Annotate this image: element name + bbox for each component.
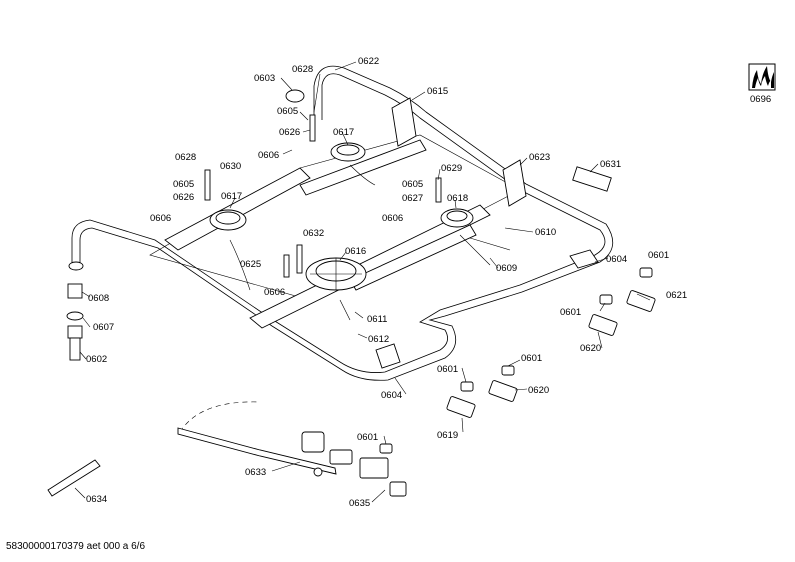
label-0620: 0620 [580,343,601,354]
inlet-fittings [66,283,84,361]
gas-pipes [229,164,511,321]
gas-taps [301,267,656,497]
label-0634: 0634 [86,494,107,505]
label-0625: 0625 [240,259,261,270]
label-0616: 0616 [345,246,366,257]
label-0622: 0622 [358,56,379,67]
burners [209,142,474,291]
label-0627: 0627 [402,193,423,204]
label-0603: 0603 [254,73,275,84]
flame-icon-label: 0696 [750,94,771,105]
electrodes [204,89,612,278]
label-0633: 0633 [245,467,266,478]
label-0619: 0619 [437,430,458,441]
label-0605: 0605 [277,106,298,117]
gas-flame-icon: 0696 [748,63,776,105]
label-0631: 0631 [600,159,621,170]
label-0612: 0612 [368,334,389,345]
burner-rails [164,139,491,329]
label-0618: 0618 [447,193,468,204]
label-0602: 0602 [86,354,107,365]
label-0607: 0607 [93,322,114,333]
label-0632: 0632 [303,228,324,239]
label-0628: 0628 [292,64,313,75]
label-0610: 0610 [535,227,556,238]
label-0615: 0615 [427,86,448,97]
document-id: 58300000170379 aet 000 a 6/6 [6,541,146,552]
label-0606: 0606 [150,213,171,224]
label-0606: 0606 [258,150,279,161]
label-0626: 0626 [279,127,300,138]
label-0620: 0620 [528,385,549,396]
label-0601: 0601 [521,353,542,364]
label-0601: 0601 [437,364,458,375]
label-0601: 0601 [560,307,581,318]
label-0628: 0628 [175,152,196,163]
label-0617: 0617 [221,191,242,202]
label-0601: 0601 [357,432,378,443]
label-0608: 0608 [88,293,109,304]
label-0611: 0611 [367,314,387,325]
label-0617: 0617 [333,127,354,138]
label-0606: 0606 [382,213,403,224]
label-0605: 0605 [173,179,194,190]
part-labels: 0603 0628 0622 0605 0617 0615 0626 0606 … [86,56,687,509]
label-0601: 0601 [648,250,669,261]
label-0623: 0623 [529,152,550,163]
label-0629: 0629 [441,163,462,174]
label-0630: 0630 [220,161,241,172]
label-0604: 0604 [381,390,402,401]
label-0621: 0621 [666,290,687,301]
ignition-wire [47,401,337,497]
label-0605: 0605 [402,179,423,190]
label-0609: 0609 [496,263,517,274]
label-0635: 0635 [349,498,370,509]
label-0626: 0626 [173,192,194,203]
label-0604: 0604 [606,254,627,265]
label-0606: 0606 [264,287,285,298]
brackets [375,97,599,369]
leader-lines [74,61,651,503]
